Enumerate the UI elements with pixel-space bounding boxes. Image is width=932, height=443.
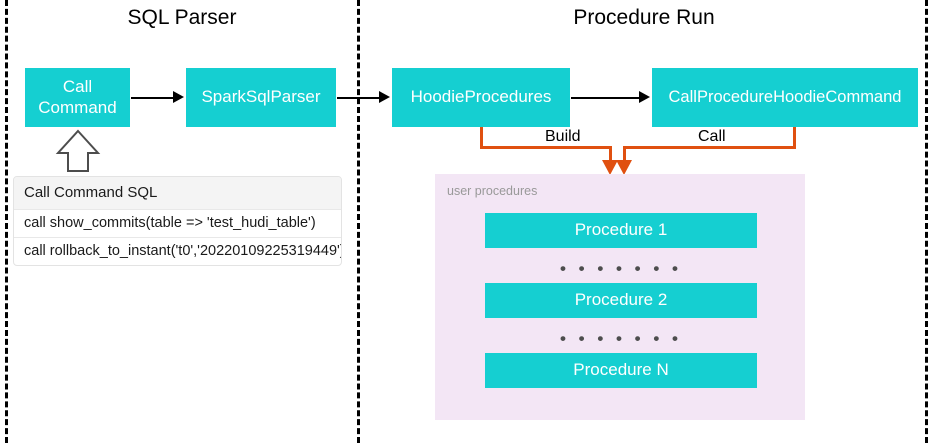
- node-procedure-1[interactable]: Procedure 1: [485, 213, 757, 248]
- node-hoodie-procedures[interactable]: HoodieProcedures: [392, 68, 570, 127]
- sql-table-row: call show_commits(table => 'test_hudi_ta…: [14, 210, 341, 238]
- procedures-separator-2: • • • • • • •: [559, 329, 682, 348]
- node-call-command-label-line1: Call: [62, 77, 93, 97]
- edge-label-call: Call: [693, 128, 731, 146]
- section-divider-left: [5, 0, 8, 443]
- orange-build-arrowhead: [602, 160, 618, 175]
- orange-build-stem: [480, 127, 483, 149]
- node-call-procedure-hoodie-command[interactable]: CallProcedureHoodieCommand: [652, 68, 918, 127]
- orange-build-drop: [609, 146, 612, 164]
- section-title-procedure-run: Procedure Run: [573, 6, 715, 29]
- node-procedure-n[interactable]: Procedure N: [485, 353, 757, 388]
- node-call-command[interactable]: Call Command: [25, 68, 130, 127]
- arrow-spark-sql-parser-to-hoodie-procedures: [337, 97, 381, 99]
- sql-table-header: Call Command SQL: [14, 177, 341, 210]
- orange-call-drop: [623, 146, 626, 164]
- node-spark-sql-parser[interactable]: SparkSqlParser: [186, 68, 336, 127]
- arrow-call-command-to-spark-sql-parser: [131, 97, 175, 99]
- arrowhead-spark-sql-parser-to-hoodie-procedures: [379, 91, 390, 103]
- section-divider-right: [925, 0, 928, 443]
- node-call-command-label-line2: Command: [38, 97, 117, 117]
- orange-build-run: [480, 146, 612, 149]
- arrowhead-hoodie-procedures-to-call-procedure-hoodie-command: [639, 91, 650, 103]
- orange-call-stem: [793, 127, 796, 149]
- procedures-separator-1: • • • • • • •: [559, 259, 682, 278]
- call-command-sql-table: Call Command SQL call show_commits(table…: [13, 176, 342, 266]
- section-title-sql-parser: SQL Parser: [127, 6, 237, 29]
- orange-call-arrowhead: [616, 160, 632, 175]
- node-procedure-2[interactable]: Procedure 2: [485, 283, 757, 318]
- arrowhead-call-command-to-spark-sql-parser: [173, 91, 184, 103]
- user-procedures-panel-label: user procedures: [447, 184, 538, 198]
- arrow-hoodie-procedures-to-call-procedure-hoodie-command: [571, 97, 641, 99]
- edge-label-build: Build: [540, 128, 586, 146]
- block-arrow-up-icon: [55, 129, 101, 178]
- sql-table-row: call rollback_to_instant('t0','202201092…: [24, 243, 342, 259]
- orange-call-run: [623, 146, 796, 149]
- section-divider-middle: [357, 0, 360, 443]
